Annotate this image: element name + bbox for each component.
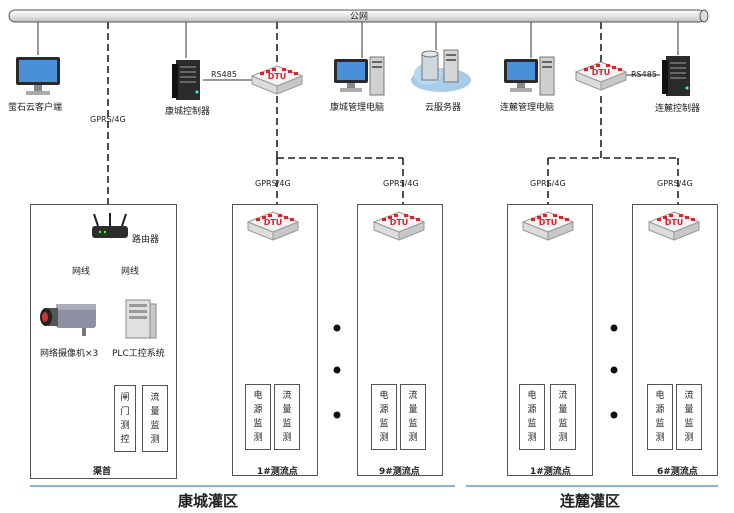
dtu-label: DTU [268,72,287,81]
cloud-server-icon [408,46,474,100]
ellipsis-dot [610,366,618,374]
station-caption: 6#测流点 [657,467,698,477]
cloud-client-label: 萤石云客户端 [8,103,63,113]
monitor-icon [14,55,62,103]
dtu-icon: DTU [574,60,628,98]
router-label: 路由器 [132,235,160,245]
gate-control-box: 闸门测控 [114,385,136,452]
power-monitor-box: 电源监测 [371,384,397,450]
flow-monitor-box: 流量监测 [550,384,576,450]
dtu-label: DTU [264,218,283,227]
cloud-server-label: 云服务器 [425,103,462,113]
dtu-label: DTU [390,218,409,227]
dtu-label: DTU [592,68,611,77]
cable-label: 网线 [121,267,140,277]
flow-monitor-label: 流量监测 [408,391,418,443]
dtu-icon: DTU [372,210,426,248]
plc-icon [120,298,160,344]
public-network-pipe [8,9,709,23]
flow-monitor-box: 流量监测 [142,385,168,452]
dtu-icon: DTU [246,210,300,248]
dtu-icon: DTU [521,210,575,248]
station-panel [632,204,718,476]
station-caption: 9#测流点 [379,467,420,477]
ellipsis-dot [333,411,341,419]
gprs-label: GPRS/4G [657,179,693,188]
flow-monitor-label: 流量监测 [684,391,694,443]
dtu-label: DTU [539,218,558,227]
flow-monitor-label: 流量监测 [558,391,568,443]
dtu-icon: DTU [250,64,304,102]
flow-monitor-box: 流量监测 [274,384,300,450]
gprs-label: GPRS/4G [255,179,291,188]
dtu-icon: DTU [647,210,701,248]
cable-label: 网线 [72,267,91,277]
plc-label: PLC工控系统 [112,349,165,359]
power-monitor-box: 电源监测 [519,384,545,450]
ellipsis-dot [610,411,618,419]
power-monitor-label: 电源监测 [253,391,263,443]
region-label-lianlu: 连麓灌区 [560,492,621,510]
power-monitor-box: 电源监测 [647,384,673,450]
kangcheng-pc-label: 康城管理电脑 [330,103,385,113]
rs485-label: RS485 [211,70,237,79]
gprs-label: GPRS/4G [383,179,419,188]
flow-monitor-label: 流量监测 [282,391,292,443]
gprs-label: GPRS/4G [530,179,566,188]
ellipsis-dot [333,324,341,332]
qushou-caption: 渠首 [93,467,112,477]
station-caption: 1#测流点 [530,467,571,477]
lianlu-pc-label: 连麓管理电脑 [500,103,555,113]
flow-monitor-box: 流量监测 [676,384,702,450]
kangcheng-controller-label: 康城控制器 [165,107,211,117]
server-tower-icon [170,58,204,106]
power-monitor-label: 电源监测 [527,391,537,443]
camera-label: 网络摄像机×3 [40,349,99,359]
flow-monitor-label: 流量监测 [150,392,160,445]
public-network-label: 公网 [350,12,369,22]
power-monitor-label: 电源监测 [379,391,389,443]
workstation-icon [502,55,556,103]
region-label-kangcheng: 康城灌区 [178,492,239,510]
flow-monitor-box: 流量监测 [400,384,426,450]
power-monitor-box: 电源监测 [245,384,271,450]
gate-control-label: 闸门测控 [120,392,130,445]
station-caption: 1#测流点 [257,467,298,477]
lianlu-controller-label: 连麓控制器 [655,104,701,114]
camera-icon [38,300,98,342]
router-icon [90,212,130,246]
rs485-label: RS485 [631,70,657,79]
ellipsis-dot [610,324,618,332]
dtu-label: DTU [665,218,684,227]
server-tower-icon [660,54,694,102]
workstation-icon [332,55,386,103]
gprs-label: GPRS/4G [90,115,126,124]
ellipsis-dot [333,366,341,374]
power-monitor-label: 电源监测 [655,391,665,443]
